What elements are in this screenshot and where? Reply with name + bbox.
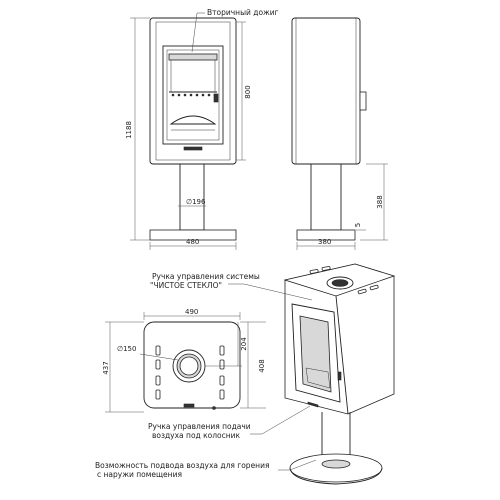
side-body-outline (291, 17, 361, 165)
front-door-glass (166, 49, 220, 141)
dim-top-depth: 437 (102, 361, 110, 374)
logo-plate (183, 146, 203, 151)
label-clean-glass-line2: "ЧИСТОЕ СТЕКЛО" (150, 281, 222, 290)
dim-leg-height: 388 (376, 195, 384, 208)
dim-flue-diameter: ∅150 (117, 345, 136, 353)
persp-flue (326, 276, 354, 290)
dim-front-width: 480 (186, 238, 199, 246)
top-knob-icon (212, 406, 216, 410)
leader-air-under-grate (250, 405, 311, 435)
persp-door-glass (299, 315, 332, 393)
callout-clean-glass: Ручка управления системы "ЧИСТОЕ СТЕКЛО" (150, 272, 313, 301)
dim-pipe-diameter: ∅196 (186, 198, 206, 206)
label-air-under-grate-line2: воздуха под колосник (152, 431, 241, 440)
callout-air-under-grate: Ручка управления подачи воздуха под коло… (148, 405, 311, 440)
label-clean-glass-line1: Ручка управления системы (152, 272, 260, 281)
grate-holes (171, 93, 217, 97)
label-outside-air-line2: с наружи помещения (97, 470, 182, 479)
leader-outside-air (278, 459, 317, 471)
side-handle-icon (359, 91, 367, 111)
dim-body-height: 800 (244, 85, 252, 98)
persp-top-vents (309, 266, 379, 295)
flue-bore (179, 356, 199, 376)
dim-flue-offset: 204 (240, 337, 248, 351)
top-vents (155, 345, 225, 400)
secondary-burn-baffle (168, 53, 218, 61)
front-panel (155, 21, 231, 161)
persp-door (291, 303, 341, 403)
front-base (149, 229, 237, 241)
side-view: 380 388 5 (291, 17, 388, 250)
perspective-view (283, 263, 396, 485)
front-pipe (179, 163, 205, 231)
top-view: 490 ∅150 437 408 204 (102, 308, 266, 413)
dim-top-inner-depth: 408 (258, 359, 266, 372)
label-secondary-burn: Вторичный дожиг (207, 8, 279, 17)
side-pipe (310, 163, 342, 231)
top-outline (143, 321, 241, 409)
dim-total-height: 1188 (125, 121, 133, 139)
dim-top-width: 490 (185, 308, 198, 316)
side-base (296, 229, 356, 241)
ash-lip (169, 115, 217, 125)
label-air-under-grate-line1: Ручка управления подачи (148, 422, 251, 431)
front-view: 1188 800 ∅196 480 Вторичный дожиг (125, 8, 279, 250)
top-handle-icon (183, 403, 195, 408)
leader-secondary-burn (191, 12, 205, 53)
dim-base-thickness: 5 (354, 223, 362, 227)
persp-logo-plate (307, 401, 319, 408)
leader-clean-glass (228, 283, 313, 301)
callout-outside-air: Возможность подвода воздуха для горения … (95, 459, 317, 479)
persp-handle-icon (337, 371, 342, 381)
door-handle-icon (213, 93, 219, 103)
dim-side-depth: 380 (318, 238, 331, 246)
label-outside-air-line1: Возможность подвода воздуха для горения (95, 461, 269, 470)
